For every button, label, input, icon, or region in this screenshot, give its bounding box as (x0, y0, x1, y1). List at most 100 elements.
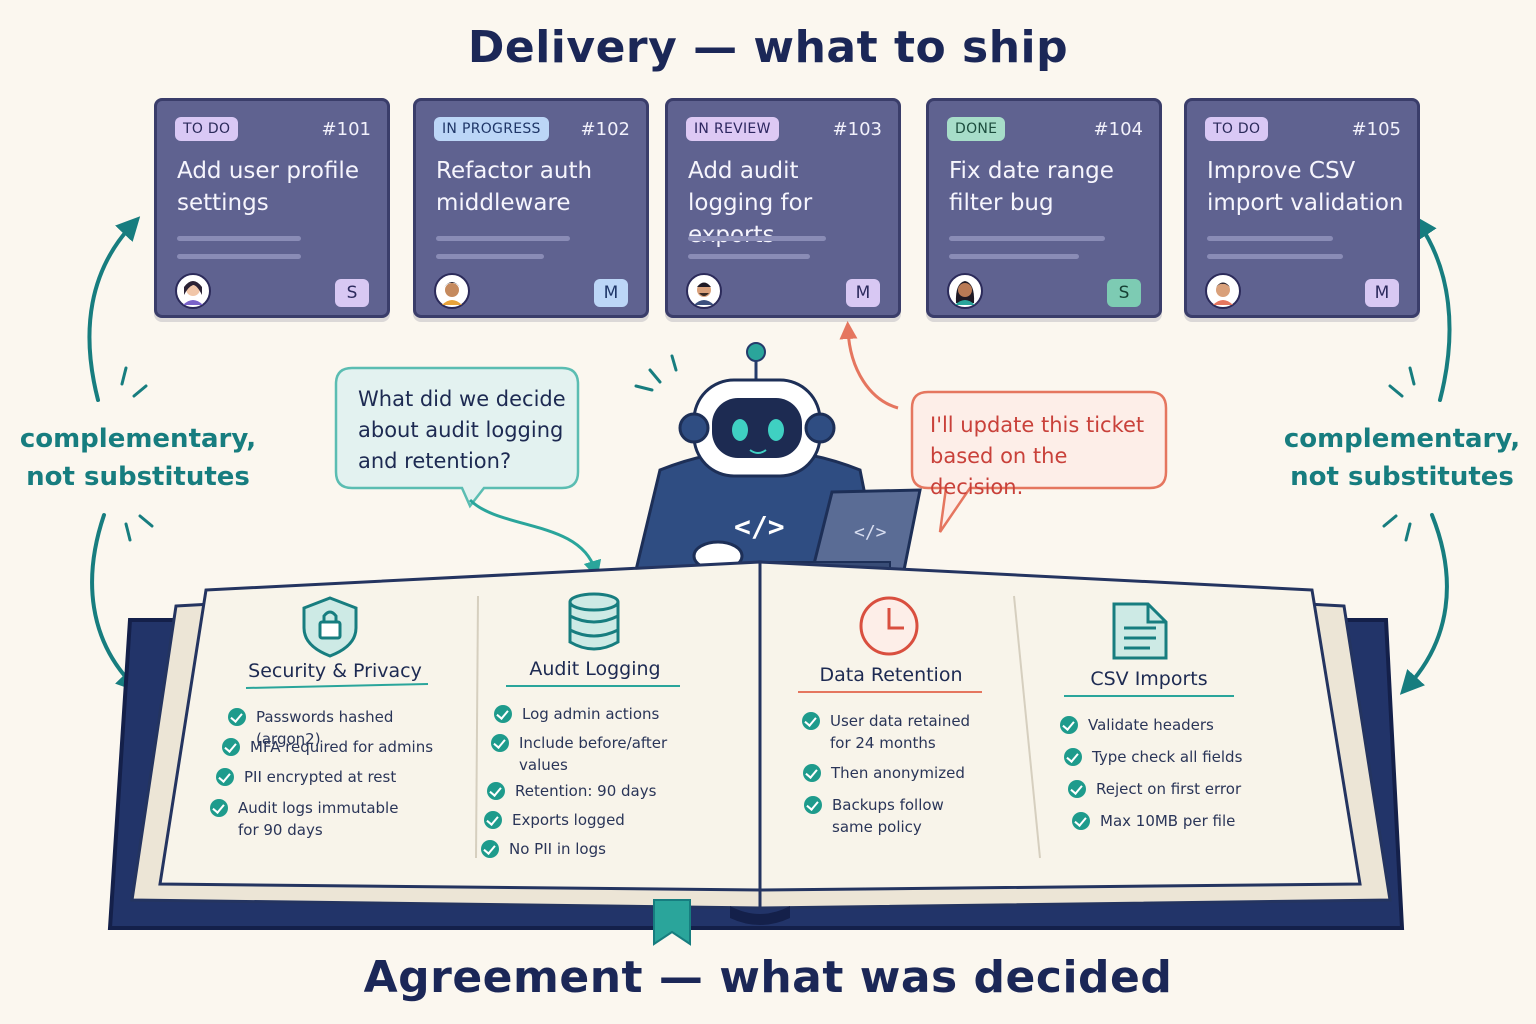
status-badge: DONE (947, 117, 1006, 141)
placeholder-line (436, 254, 544, 259)
left-arrow-down (90, 513, 141, 693)
list-item: Backups follow same policy (804, 794, 974, 838)
check-icon (484, 811, 502, 829)
avatar (686, 273, 722, 309)
delivery-title: Delivery — what to ship (467, 22, 1069, 73)
status-badge: TO DO (175, 117, 239, 141)
document-icon (1112, 602, 1168, 660)
right-arrow-up (1413, 215, 1452, 402)
placeholder-line (177, 254, 301, 259)
check-icon (491, 734, 509, 752)
placeholder-line (688, 236, 826, 241)
ticket-id: #101 (321, 119, 371, 140)
right-spark-marks (1382, 366, 1416, 542)
check-icon (481, 840, 499, 858)
check-icon (228, 708, 246, 726)
avatar (1205, 273, 1241, 309)
check-icon (802, 712, 820, 730)
placeholder-line (688, 254, 810, 259)
list-item: Exports logged (484, 809, 684, 831)
answer-arrow (839, 321, 899, 410)
placeholder-line (1207, 254, 1343, 259)
avatar (175, 273, 211, 309)
ticket-id: #102 (580, 119, 630, 140)
question-arrow (468, 498, 602, 579)
status-badge: IN REVIEW (686, 117, 779, 141)
list-item: PII encrypted at rest (216, 766, 446, 788)
check-icon (1060, 716, 1078, 734)
clock-icon (859, 596, 919, 656)
right-side-label: complementary, not substitutes (1283, 424, 1521, 492)
laptop-code-mark: </> (854, 522, 887, 543)
list-item: Then anonymized (803, 762, 1003, 784)
size-badge: S (335, 279, 369, 307)
list-item: Include before/after values (491, 732, 681, 776)
agreement-title: Agreement — what was decided (363, 952, 1173, 1003)
list-item: Log admin actions (494, 703, 694, 725)
list-item: Validate headers (1060, 714, 1260, 736)
ticket-id: #103 (832, 119, 882, 140)
database-icon (568, 592, 620, 651)
ticket-card-104[interactable]: DONE #104 Fix date range filter bug S (926, 98, 1162, 318)
shield-lock-icon (302, 596, 358, 658)
left-side-label: complementary, not substitutes (19, 424, 257, 492)
ticket-card-102[interactable]: IN PROGRESS #102 Refactor auth middlewar… (413, 98, 649, 318)
list-item: Reject on first error (1068, 778, 1268, 800)
size-badge: S (1107, 279, 1141, 307)
ticket-title: Add user profile settings (177, 158, 359, 216)
check-icon (1064, 748, 1082, 766)
question-bubble-shape (334, 366, 580, 509)
check-icon (804, 796, 822, 814)
check-icon (1072, 812, 1090, 830)
answer-bubble-text: I'll update this ticket based on the dec… (930, 413, 1145, 499)
section-title-retention: Data Retention (819, 664, 963, 686)
list-item: Audit logs immutable for 90 days (210, 797, 400, 841)
section-title-security: Security & Privacy (248, 660, 422, 682)
size-badge: M (846, 279, 880, 307)
hoodie-code-mark: </> (734, 510, 785, 543)
answer-bubble-shape (910, 390, 1168, 533)
placeholder-line (949, 254, 1079, 259)
ticket-title: Add audit logging for exports (688, 158, 813, 248)
check-icon (216, 768, 234, 786)
ticket-title: Fix date range filter bug (949, 158, 1114, 216)
status-badge: IN PROGRESS (434, 117, 549, 141)
placeholder-line (1207, 236, 1333, 241)
left-arrow-up (87, 216, 141, 402)
placeholder-line (177, 236, 301, 241)
check-icon (1068, 780, 1086, 798)
size-badge: M (1365, 279, 1399, 307)
placeholder-line (949, 236, 1105, 241)
robot-illustration (634, 342, 922, 574)
list-item: Retention: 90 days (487, 780, 687, 802)
check-icon (222, 738, 240, 756)
list-item: No PII in logs (481, 838, 681, 860)
ticket-id: #104 (1093, 119, 1143, 140)
check-icon (494, 705, 512, 723)
list-item: User data retained for 24 months (802, 710, 982, 754)
section-title-audit: Audit Logging (529, 658, 661, 680)
right-arrow-down (1399, 513, 1449, 695)
list-item: Max 10MB per file (1072, 810, 1272, 832)
ticket-id: #105 (1351, 119, 1401, 140)
left-spark-marks (120, 366, 154, 542)
avatar (947, 273, 983, 309)
check-icon (210, 799, 228, 817)
placeholder-line (436, 236, 570, 241)
ticket-card-105[interactable]: TO DO #105 Improve CSV import validation… (1184, 98, 1420, 318)
list-item: Type check all fields (1064, 746, 1264, 768)
ticket-title: Improve CSV import validation (1207, 158, 1404, 216)
ticket-card-101[interactable]: TO DO #101 Add user profile settings S (154, 98, 390, 318)
check-icon (487, 782, 505, 800)
list-item: Passwords hashed (argon2) (228, 706, 458, 750)
avatar (434, 273, 470, 309)
ticket-card-103[interactable]: IN REVIEW #103 Add audit logging for exp… (665, 98, 901, 318)
question-bubble-text: What did we decide about audit logging a… (358, 387, 566, 473)
section-title-csv: CSV Imports (1090, 668, 1208, 690)
ticket-title: Refactor auth middleware (436, 158, 593, 216)
size-badge: M (594, 279, 628, 307)
check-icon (803, 764, 821, 782)
list-item: MFA required for admins (222, 736, 452, 758)
status-badge: TO DO (1205, 117, 1269, 141)
